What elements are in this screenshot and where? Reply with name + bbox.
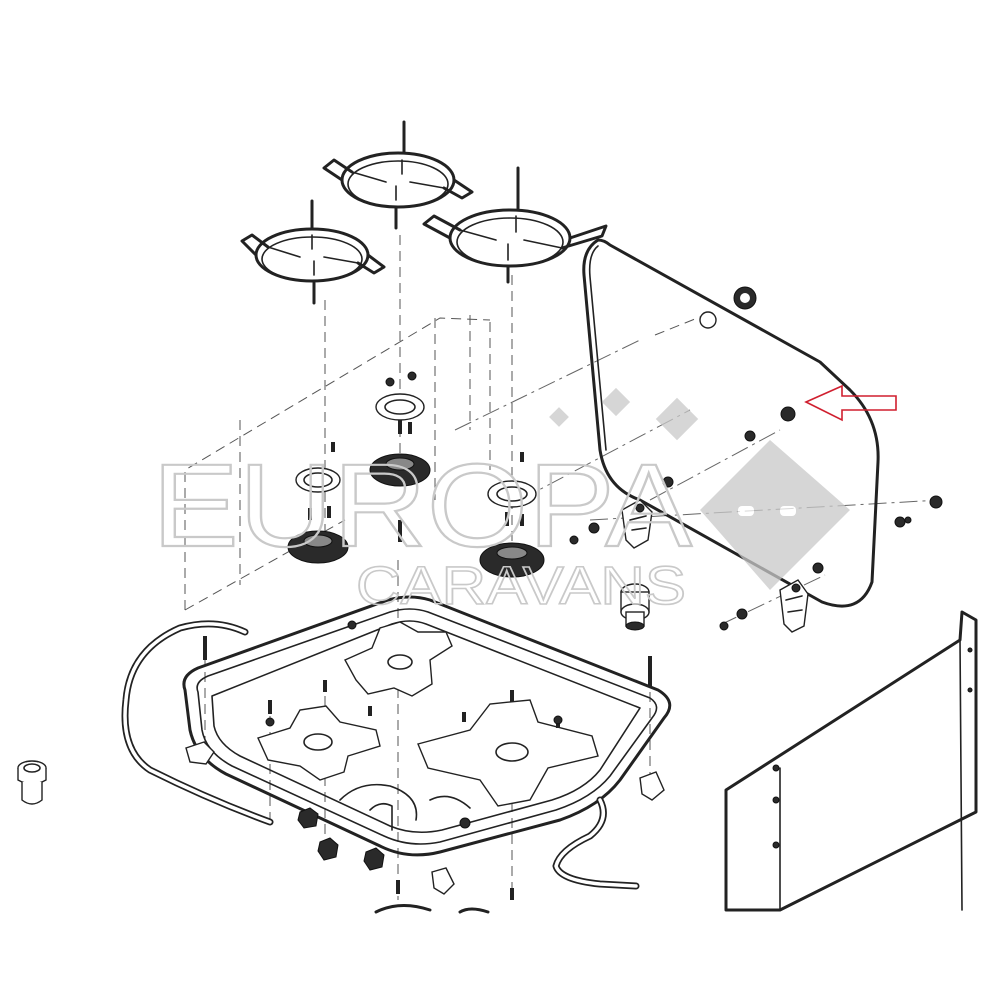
burner-parts xyxy=(287,371,545,578)
ignition-plug xyxy=(620,583,650,631)
rubber-seal xyxy=(121,620,640,890)
glass-lid xyxy=(582,238,880,608)
pan-support-top xyxy=(322,120,474,230)
burner-head-right xyxy=(479,542,545,578)
pan-support-right xyxy=(422,166,608,284)
valve-bracket-left xyxy=(621,499,653,549)
burner-head-top xyxy=(369,453,431,487)
valve-bracket-right xyxy=(779,579,809,633)
side-panel xyxy=(724,610,978,912)
alignment-lines xyxy=(184,235,941,900)
valve-fittings xyxy=(185,495,943,914)
hob-tray xyxy=(182,595,672,857)
burner-head-left xyxy=(287,530,349,564)
highlight-arrow xyxy=(804,384,897,422)
pan-support-left xyxy=(240,199,386,305)
spare-burner-cup xyxy=(17,760,47,805)
